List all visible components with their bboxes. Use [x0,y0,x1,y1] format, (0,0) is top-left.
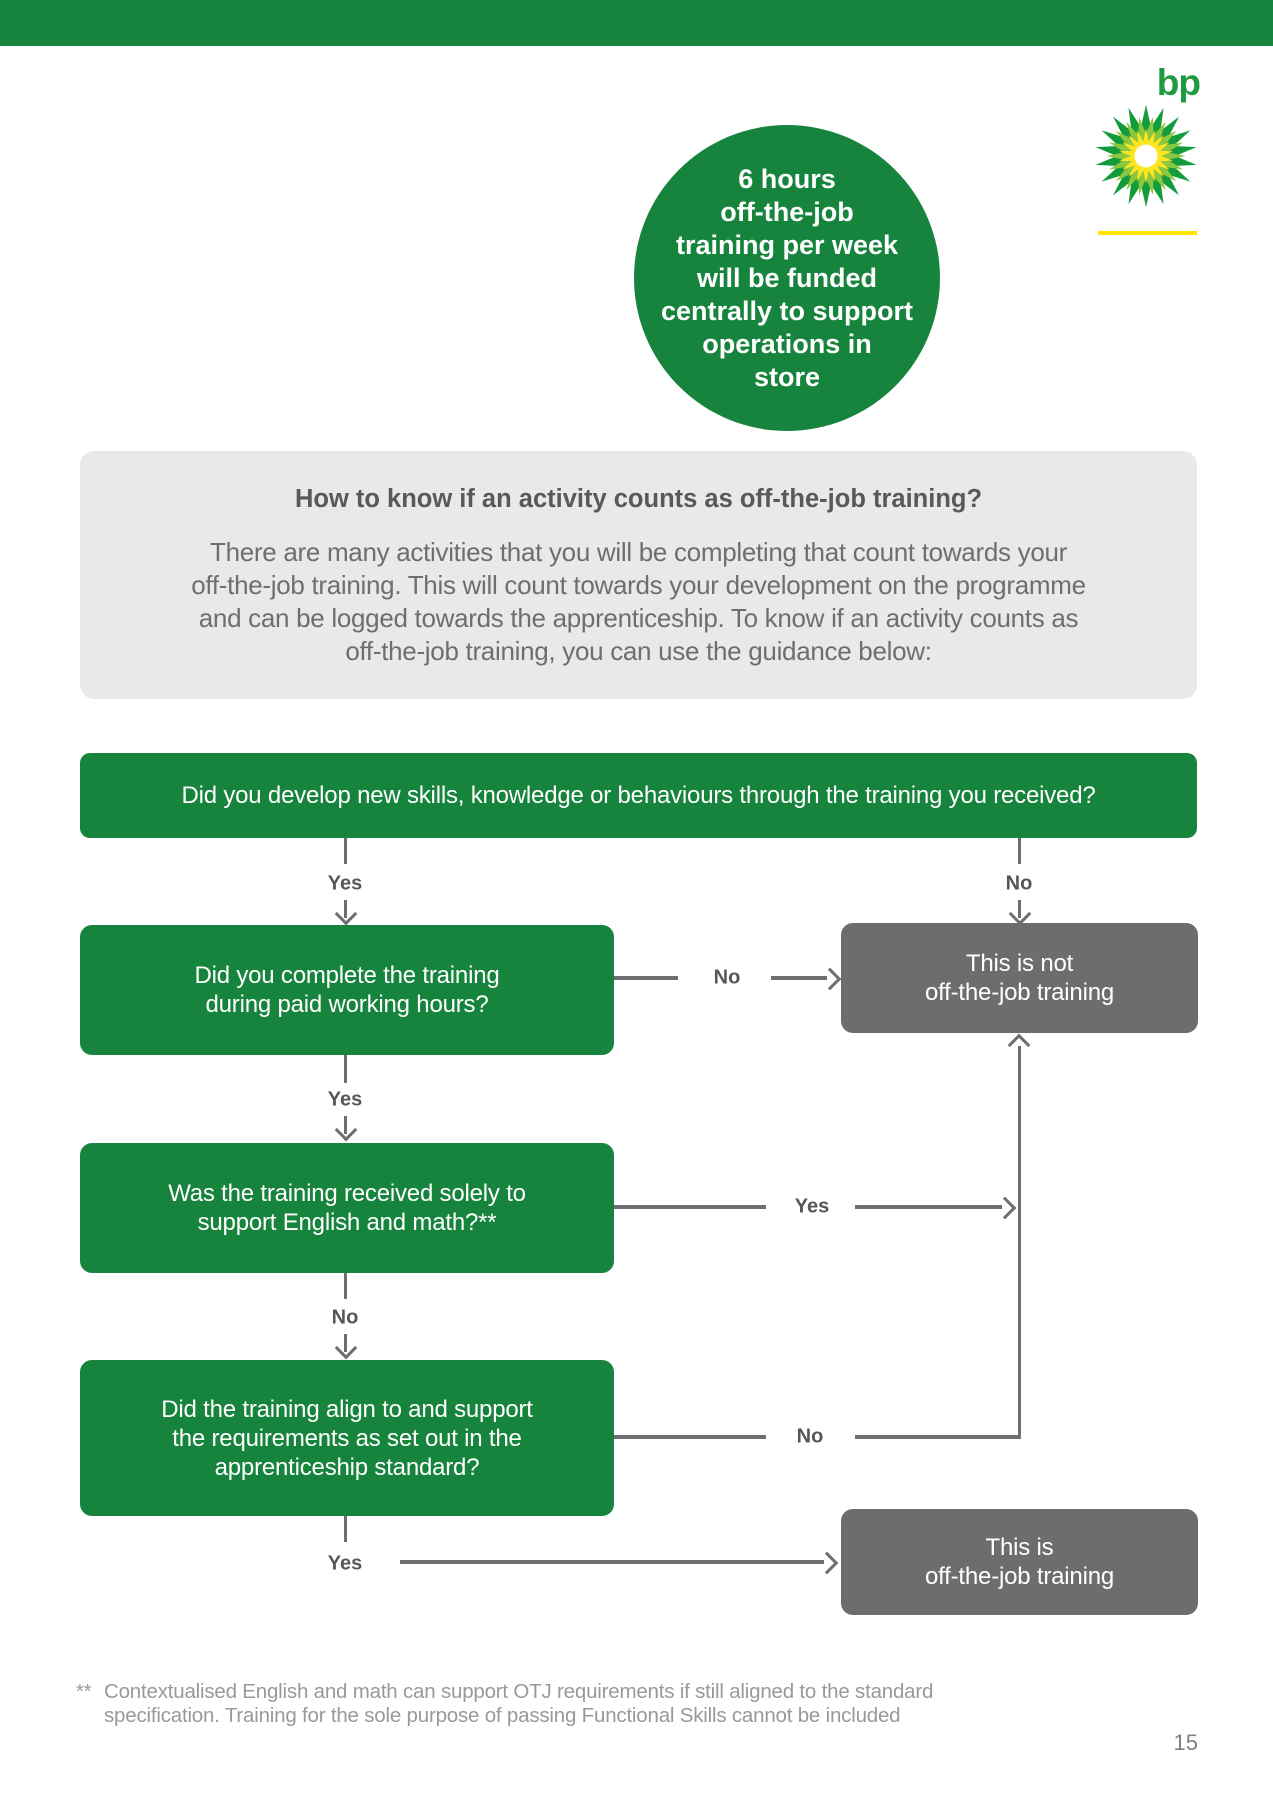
arrowhead-down-q1-yes [334,902,358,926]
arrowhead-up-riser [1007,1033,1031,1057]
label-q4-no: No [796,1425,824,1448]
flow-question-2: Did you complete the training during pai… [80,925,614,1055]
label-q4-yes: Yes [327,1552,363,1575]
connector-q4-yes-line [400,1560,824,1564]
arrowhead-down-q2-yes [334,1118,358,1142]
label-q1-no: No [1005,872,1033,895]
connector-q3-yes-seg2 [855,1205,1002,1209]
flow-terminal-is-otj: This is off-the-job training [841,1509,1198,1615]
logo-underline-rule [1098,231,1197,235]
arrowhead-down-q1-no [1008,902,1032,926]
connector-q3-no-arrow [343,1334,347,1352]
callout-circle: 6 hours off-the-job training per week wi… [634,125,940,431]
footnote-text: Contextualised English and math can supp… [104,1680,934,1727]
flow-question-3-text: Was the training received solely to supp… [168,1180,526,1236]
connector-q3-yes-seg1 [614,1205,766,1209]
flow-question-1: Did you develop new skills, knowledge or… [80,753,1197,838]
footnote: ** Contextualised English and math can s… [76,1680,933,1728]
intro-heading: How to know if an activity counts as off… [294,485,983,513]
label-q2-yes: Yes [327,1088,363,1111]
flow-terminal-is-otj-text: This is off-the-job training [924,1534,1114,1590]
flow-question-4-text: Did the training align to and support th… [161,1395,533,1481]
connector-q1-yes-arrow [343,900,347,918]
callout-text: 6 hours off-the-job training per week wi… [660,163,914,392]
connector-q1-no-arrow [1017,900,1021,918]
bp-helios-icon [1095,104,1197,208]
connector-q1-no-stub [1017,838,1021,864]
connector-q4-no-seg1 [614,1435,766,1439]
connector-q3-no-stub [343,1273,347,1299]
connector-q1-yes-stub [343,838,347,864]
arrowhead-right-q4-yes [815,1551,839,1575]
label-q2-no: No [713,966,741,989]
connector-q2-yes-stub [343,1055,347,1083]
flow-question-2-text: Did you complete the training during pai… [194,962,500,1018]
flow-question-1-text: Did you develop new skills, knowledge or… [181,782,1096,809]
label-q3-no: No [331,1306,359,1329]
connector-riser-to-not-otj [1017,1046,1021,1439]
intro-panel: How to know if an activity counts as off… [80,451,1197,699]
flow-terminal-not-otj-text: This is not off-the-job training [924,950,1114,1006]
arrowhead-right-q2-no [818,967,842,991]
top-accent-bar [0,0,1273,46]
arrowhead-right-q3-yes [993,1196,1017,1220]
intro-body: There are many activities that you will … [191,537,1086,666]
footnote-marker: ** [76,1681,92,1703]
flow-question-3: Was the training received solely to supp… [80,1143,614,1273]
page-number: 15 [1173,1730,1198,1755]
connector-q4-no-seg2 [855,1435,1021,1439]
connector-q4-yes-stub [343,1516,347,1542]
flow-terminal-not-otj: This is not off-the-job training [841,923,1198,1033]
flow-question-4: Did the training align to and support th… [80,1360,614,1516]
label-q1-yes: Yes [327,872,363,895]
connector-q2-yes-arrow [343,1116,347,1134]
bp-wordmark: bp [1156,62,1201,103]
connector-q2-no-seg2 [771,976,827,980]
arrowhead-down-q3-no [334,1336,358,1360]
connector-q2-no-seg1 [614,976,678,980]
label-q3-yes: Yes [794,1195,830,1218]
